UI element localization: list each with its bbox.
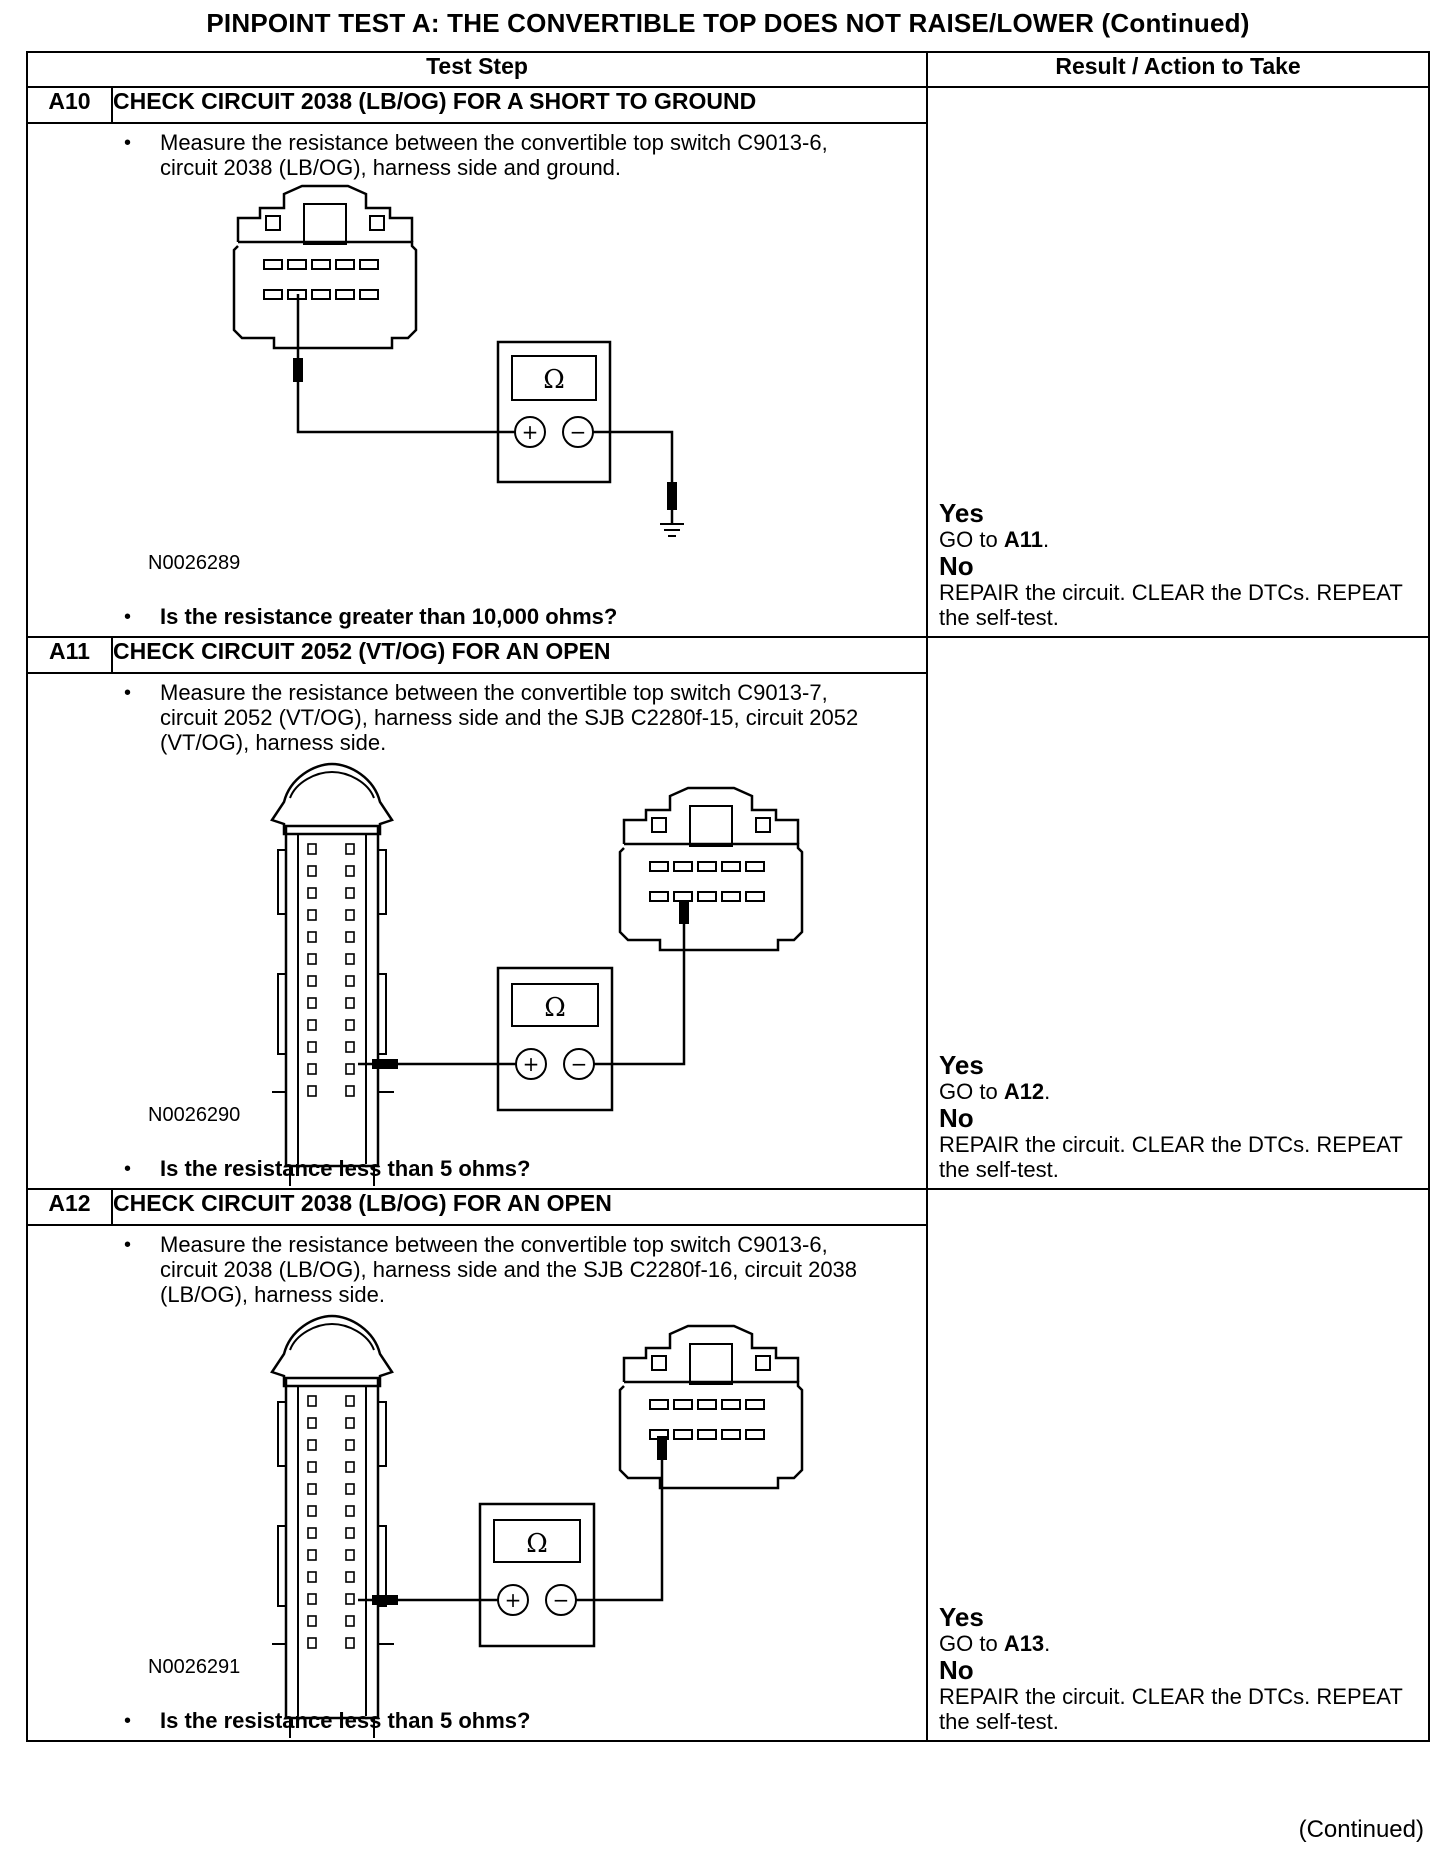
ohm-symbol: Ω — [543, 365, 565, 395]
step-body-row: • Measure the resistance between the con… — [25, 1224, 1429, 1742]
connector-diagram: Ω + − — [270, 762, 804, 1186]
step-question: Is the resistance less than 5 ohms? — [160, 1156, 531, 1181]
plus-terminal: + — [505, 1588, 522, 1612]
yes-target: A13 — [1003, 1631, 1045, 1656]
yes-prefix: GO to — [939, 1631, 1004, 1656]
step-body: • Measure the resistance between the con… — [25, 1224, 929, 1742]
yes-target: A12 — [1003, 1079, 1045, 1104]
bullet-icon: • — [124, 1234, 132, 1256]
step-heading: CHECK CIRCUIT 2038 (LB/OG) FOR A SHORT T… — [110, 86, 929, 124]
minus-terminal: − — [570, 420, 587, 444]
yes-label: Yes — [939, 1050, 984, 1080]
step-id: A10 — [26, 86, 113, 124]
step-heading-row: A12 CHECK CIRCUIT 2038 (LB/OG) FOR AN OP… — [26, 1188, 1431, 1742]
ohm-symbol: Ω — [526, 1529, 548, 1559]
step-instruction: Measure the resistance between the conve… — [160, 680, 859, 755]
yes-label: Yes — [939, 1602, 984, 1632]
yes-target: A11 — [1003, 527, 1043, 552]
step-heading: CHECK CIRCUIT 2038 (LB/OG) FOR AN OPEN — [110, 1188, 929, 1226]
step-question: Is the resistance less than 5 ohms? — [160, 1708, 531, 1733]
bullet-icon: • — [124, 1710, 132, 1732]
ohm-symbol: Ω — [544, 993, 566, 1023]
result-text: Yes GO to A12. No REPAIR the circuit. CL… — [939, 1051, 1419, 1182]
step-heading-row: A10 CHECK CIRCUIT 2038 (LB/OG) FOR A SHO… — [26, 86, 1431, 638]
test-step-header: Test Step — [25, 51, 929, 88]
step-instruction: Measure the resistance between the conve… — [160, 130, 828, 180]
plus-terminal: + — [523, 1052, 540, 1076]
no-action: REPAIR the circuit. CLEAR the DTCs. REPE… — [939, 1684, 1403, 1734]
figure-id: N0026289 — [148, 552, 241, 574]
result-cell: Yes GO to A12. No REPAIR the circuit. CL… — [926, 636, 1431, 1190]
step-id: A11 — [26, 636, 113, 674]
step-id: A12 — [26, 1188, 113, 1226]
result-text: Yes GO to A13. No REPAIR the circuit. CL… — [939, 1603, 1419, 1734]
step-question: Is the resistance greater than 10,000 oh… — [160, 604, 618, 629]
no-action: REPAIR the circuit. CLEAR the DTCs. REPE… — [939, 580, 1403, 630]
no-label: No — [939, 551, 974, 581]
page-title: PINPOINT TEST A: THE CONVERTIBLE TOP DOE… — [206, 8, 1250, 38]
pinpoint-test-table: Test Step Result / Action to Take A10 CH… — [25, 51, 1431, 1742]
step-body-row: • Measure the resistance between the con… — [25, 672, 1429, 1190]
step-heading: CHECK CIRCUIT 2052 (VT/OG) FOR AN OPEN — [110, 636, 929, 674]
no-label: No — [939, 1655, 974, 1685]
minus-terminal: − — [553, 1588, 570, 1612]
yes-prefix: GO to — [939, 1079, 1004, 1104]
connector-diagram: Ω + − — [232, 184, 684, 537]
result-header: Result / Action to Take — [926, 51, 1431, 88]
yes-prefix: GO to — [939, 527, 1004, 552]
bullet-icon: • — [124, 132, 132, 154]
step-instruction: Measure the resistance between the conve… — [160, 1232, 858, 1307]
step-heading-row: A11 CHECK CIRCUIT 2052 (VT/OG) FOR AN OP… — [26, 636, 1431, 1190]
bullet-icon: • — [124, 682, 132, 704]
figure-id: N0026290 — [148, 1104, 241, 1126]
result-cell: Yes GO to A13. No REPAIR the circuit. CL… — [926, 1188, 1431, 1742]
bullet-icon: • — [124, 606, 132, 628]
minus-terminal: − — [571, 1052, 588, 1076]
step-body-row: • Measure the resistance between the con… — [25, 122, 1429, 638]
yes-label: Yes — [939, 498, 984, 528]
no-action: REPAIR the circuit. CLEAR the DTCs. REPE… — [939, 1132, 1403, 1182]
figure-id: N0026291 — [148, 1656, 241, 1678]
continued-footer: (Continued) — [1298, 1816, 1424, 1843]
table-header-row: Test Step Result / Action to Take — [25, 51, 1431, 88]
plus-terminal: + — [522, 420, 539, 444]
no-label: No — [939, 1103, 974, 1133]
result-cell: Yes GO to A11. No REPAIR the circuit. CL… — [926, 86, 1431, 638]
result-text: Yes GO to A11. No REPAIR the circuit. CL… — [939, 499, 1419, 630]
step-body: • Measure the resistance between the con… — [25, 122, 929, 638]
connector-diagram: Ω + − — [270, 1314, 804, 1738]
step-body: • Measure the resistance between the con… — [25, 672, 929, 1190]
bullet-icon: • — [124, 1158, 132, 1180]
